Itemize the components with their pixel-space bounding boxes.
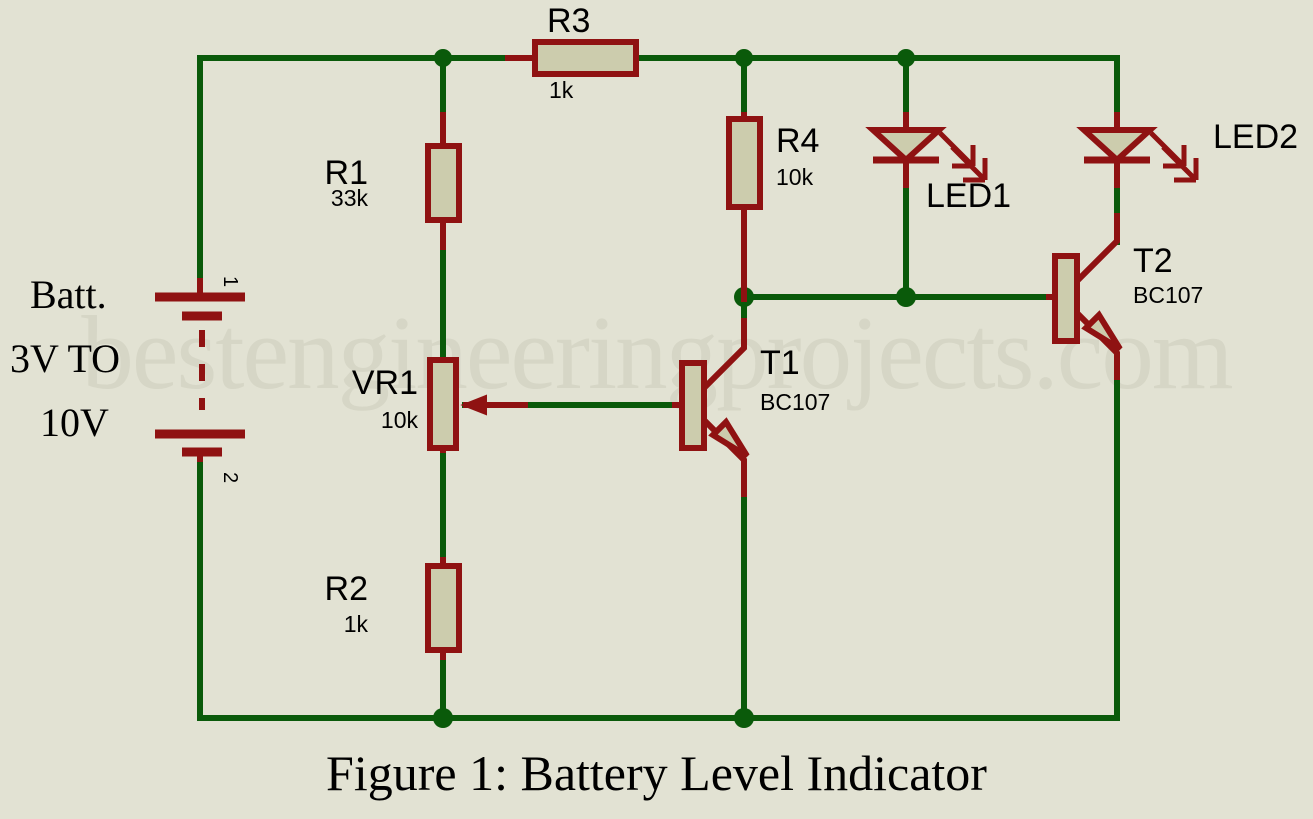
battery-range-line1: 3V TO: [10, 336, 120, 381]
led2: LED2: [1076, 112, 1298, 188]
led1-ref-label: LED1: [926, 177, 1011, 215]
junction-dot: [735, 49, 753, 67]
led2-arrow2-shaft: [1161, 145, 1198, 182]
led2-triangle: [1076, 127, 1158, 165]
resistor-r1: R1 33k: [325, 112, 462, 250]
r1-value-label: 33k: [331, 185, 369, 211]
r3-ref-label: R3: [547, 2, 590, 40]
battery-pin2-label: 2: [219, 472, 241, 483]
r3-value-label: 1k: [549, 77, 574, 103]
junction-dot: [433, 708, 453, 728]
t1-value-label: BC107: [760, 389, 830, 415]
led2-ref-label: LED2: [1213, 118, 1298, 156]
r2-body: [425, 563, 462, 653]
battery-labels: Batt. 3V TO 10V 1 2: [10, 272, 241, 483]
resistor-r2: R2 1k: [325, 557, 462, 660]
resistor-r3: R3 1k: [505, 2, 639, 103]
potentiometer-vr1[interactable]: VR1 10k: [352, 357, 528, 453]
junction-dot-group: [433, 49, 916, 728]
t1-ref-label: T1: [760, 344, 800, 382]
vr1-body: [427, 357, 459, 451]
battery-symbol: [155, 278, 245, 462]
resistor-r4: R4 10k: [726, 112, 819, 302]
r2-value-label: 1k: [344, 611, 369, 637]
transistor-t2: T2 BC107: [1046, 213, 1203, 380]
led2-emission-arrows: [1149, 131, 1199, 183]
junction-dot: [734, 708, 754, 728]
junction-dot: [896, 287, 916, 307]
led1-emission-arrows: [938, 131, 988, 183]
led1: LED1: [865, 112, 1011, 215]
led2-arrow2-head: [1174, 158, 1199, 183]
vr1-wiper-arrowhead: [460, 394, 487, 416]
transistor-t1: T1 BC107: [672, 318, 830, 497]
vr1-value-label: 10k: [381, 407, 419, 433]
t2-emitter-arrowhead: [1081, 310, 1123, 352]
t2-collector-lead: [1074, 213, 1120, 284]
wire-net-group: [197, 55, 1120, 721]
r4-body: [726, 116, 763, 210]
junction-dot: [434, 49, 452, 67]
r4-ref-label: R4: [776, 122, 819, 160]
battery-name-label: Batt.: [30, 272, 107, 317]
t2-value-label: BC107: [1133, 282, 1203, 308]
led1-arrow2-head: [963, 158, 988, 183]
r1-body: [425, 143, 462, 223]
r3-body: [532, 39, 639, 77]
figure-caption: Figure 1: Battery Level Indicator: [326, 745, 987, 801]
r2-ref-label: R2: [325, 570, 368, 608]
t1-collector-lead: [701, 318, 747, 391]
r4-value-label: 10k: [776, 164, 814, 190]
t1-base-bar: [679, 360, 707, 451]
led1-triangle: [865, 127, 947, 165]
led1-arrow2-shaft: [950, 145, 987, 182]
t2-ref-label: T2: [1133, 242, 1173, 280]
r1-ref-label: R1: [325, 154, 368, 192]
junction-dot: [897, 49, 915, 67]
t2-base-bar: [1052, 253, 1080, 344]
vr1-ref-label: VR1: [352, 364, 418, 402]
battery-range-line2: 10V: [40, 400, 109, 445]
battery-pin1-label: 1: [219, 276, 241, 287]
t1-emitter-arrowhead: [708, 417, 750, 459]
